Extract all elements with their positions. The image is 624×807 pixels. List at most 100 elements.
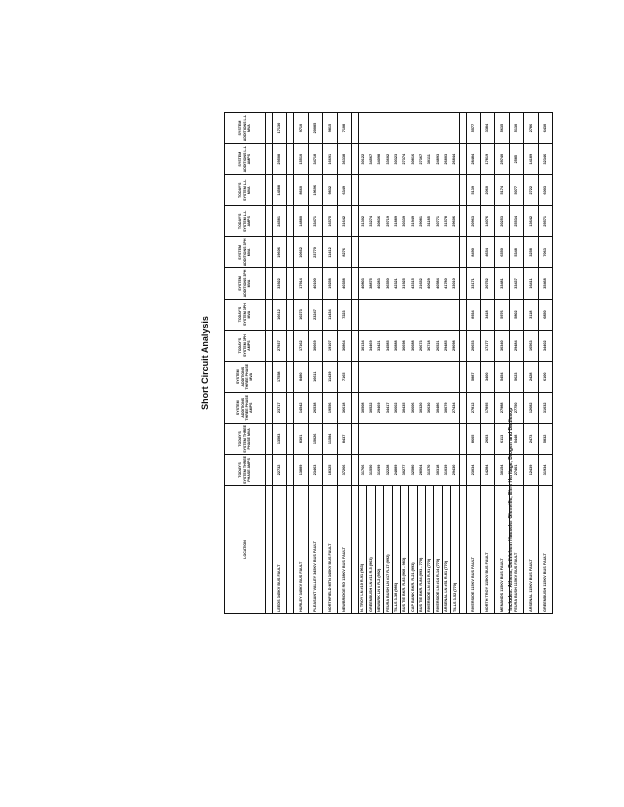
value-cell: 7108 — [337, 112, 352, 144]
location-cell: TILLS 3-52 (770) — [450, 485, 460, 614]
spacer-cell — [286, 174, 294, 206]
value-cell: 27367 — [417, 143, 426, 175]
spacer-cell — [351, 174, 359, 206]
value-cell: 40358 — [337, 267, 352, 300]
value-cell: 30669 — [308, 330, 323, 362]
value-cell: 27812 — [466, 392, 481, 424]
value-cell: 31949 — [408, 205, 418, 237]
value-cell: 17895 — [480, 392, 495, 424]
value-cell: 5577 — [466, 112, 481, 144]
value-cell: 10273 — [293, 299, 309, 331]
value-cell: 13583 — [272, 423, 287, 455]
value-cell: 19606 — [272, 236, 287, 268]
value-cell: 24581 — [272, 205, 287, 237]
value-cell — [425, 361, 434, 393]
spacer-cell — [459, 205, 467, 237]
value-cell — [450, 299, 460, 331]
spacer-cell — [351, 485, 359, 614]
value-cell — [366, 174, 376, 206]
value-cell: 14076 — [480, 205, 495, 237]
value-cell — [442, 236, 451, 268]
value-cell: 29098 — [450, 330, 460, 362]
value-cell: 13642 — [523, 205, 539, 237]
value-cell: 11584 — [322, 423, 338, 455]
value-cell — [375, 112, 384, 144]
column-header: TODAY'S SYSTEM 3PH MVA — [224, 299, 266, 331]
value-cell: 20963 — [466, 205, 481, 237]
spacer-cell — [265, 143, 273, 175]
value-cell: 6850 — [538, 299, 553, 331]
column-header: TODAY'S SYSTEM THREE PHASE MVA — [224, 423, 266, 455]
value-cell: 16575 — [322, 205, 338, 237]
value-cell — [417, 112, 426, 144]
value-cell: 14880 — [293, 205, 309, 237]
value-cell: 6003 — [538, 174, 553, 206]
value-cell: 34469 — [366, 330, 376, 362]
value-cell: 29081 — [417, 205, 426, 237]
value-cell: 36888 — [392, 330, 401, 362]
value-cell: 11412 — [322, 236, 338, 268]
value-cell: 19107 — [322, 330, 338, 362]
value-cell — [358, 236, 367, 268]
value-cell: 2722 — [523, 174, 539, 206]
value-cell — [442, 361, 451, 393]
spacer-cell — [265, 112, 273, 144]
location-cell: RIVERSIDE LN #13 R-91 (770) — [425, 485, 434, 614]
value-cell — [425, 174, 434, 206]
value-cell: 40803 — [358, 267, 367, 300]
spacer-cell — [351, 236, 359, 268]
value-cell: 32346 — [538, 143, 553, 175]
spacer-cell — [459, 174, 467, 206]
value-cell: 30435 — [400, 392, 409, 424]
value-cell: 33010 — [450, 267, 460, 300]
value-cell: 40584 — [433, 267, 443, 300]
location-cell: ARSENAL LN #51 R-81 (770) — [442, 485, 451, 614]
value-cell — [375, 361, 384, 393]
spacer-cell — [265, 361, 273, 393]
spacer-cell — [286, 112, 294, 144]
value-cell: 41780 — [442, 267, 451, 300]
spacer-cell — [265, 205, 273, 237]
value-cell: 26538 — [308, 392, 323, 424]
value-cell — [433, 174, 443, 206]
value-cell: 31570 — [425, 454, 434, 486]
value-cell: 8276 — [337, 236, 352, 268]
value-cell: 29430 — [450, 454, 460, 486]
value-cell — [425, 236, 434, 268]
spacer-cell — [459, 143, 467, 175]
value-cell: 2428 — [523, 361, 539, 393]
spacer-cell — [351, 330, 359, 362]
value-cell: 23247 — [308, 299, 323, 331]
value-cell: 30079 — [442, 392, 451, 424]
value-cell: 10662 — [293, 236, 309, 268]
value-cell — [417, 361, 426, 393]
value-cell — [400, 299, 409, 331]
spacer-cell — [265, 174, 273, 206]
value-cell: 15026 — [308, 423, 323, 455]
value-cell: 3400 — [480, 361, 495, 393]
value-cell — [366, 236, 376, 268]
value-cell: 19556 — [322, 392, 338, 424]
value-cell: 6349 — [337, 174, 352, 206]
spacer-cell — [351, 205, 359, 237]
column-header: SYSTEM ADDITIONS L-L MVA — [224, 112, 266, 144]
value-cell: 16691 — [322, 143, 338, 175]
location-cell: GREENBUSH 115KV BUS FAULT — [538, 485, 553, 614]
value-cell: 31925 — [400, 267, 409, 300]
value-cell: 31699 — [375, 454, 384, 486]
value-cell: 14588 — [272, 174, 287, 206]
value-cell: 19696 — [308, 174, 323, 206]
value-cell — [392, 361, 401, 393]
value-cell: 33274 — [366, 205, 376, 237]
value-cell — [383, 299, 393, 331]
